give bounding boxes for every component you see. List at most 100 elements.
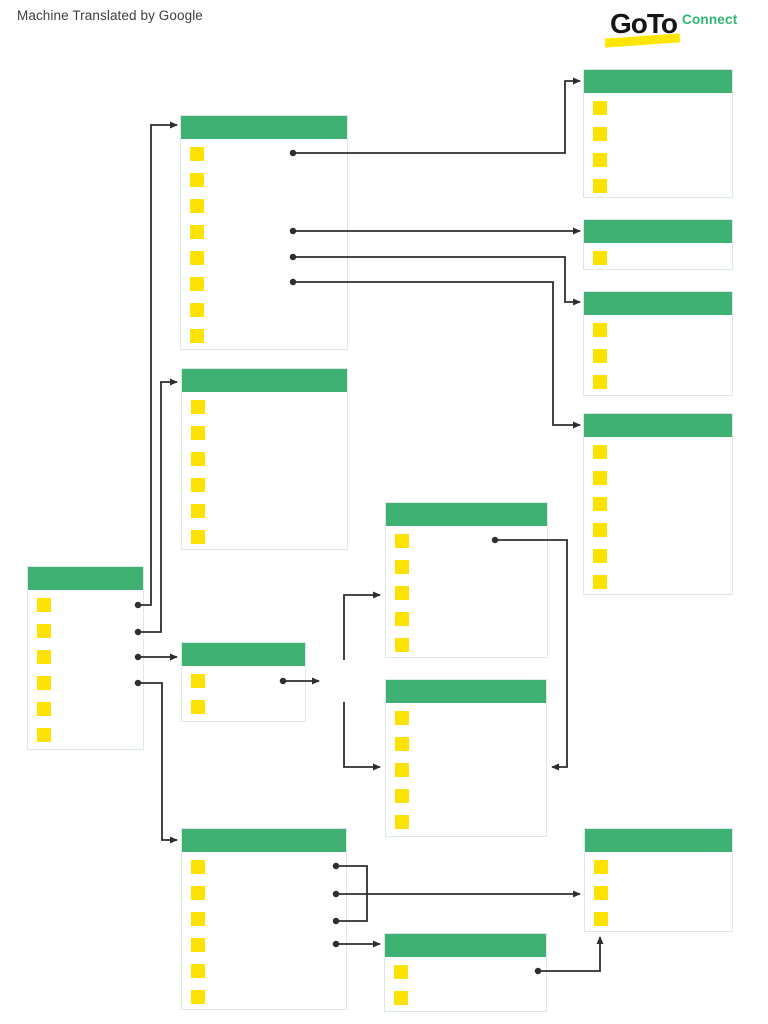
box-body (181, 139, 347, 343)
diagram-box-center-upper (385, 502, 548, 658)
list-item-block (395, 711, 409, 725)
list-item-block (593, 497, 607, 511)
box-header-bar (386, 680, 546, 703)
diagram-box-right-4 (583, 413, 733, 595)
list-item-block (394, 991, 408, 1005)
list-item-block (191, 938, 205, 952)
list-item-block (191, 426, 205, 440)
diagram-box-mid-left (181, 368, 348, 550)
list-item-block (594, 860, 608, 874)
list-item-block (191, 700, 205, 714)
list-item-block (191, 504, 205, 518)
box-header-bar (181, 116, 347, 139)
goto-wordmark: GoTo (610, 8, 678, 39)
list-item-block (594, 912, 608, 926)
diagram-box-bottom-center (384, 933, 547, 1012)
list-item-block (395, 763, 409, 777)
list-item-block (190, 173, 204, 187)
list-item-block (191, 912, 205, 926)
connector-line (134, 121, 178, 609)
list-item-block (191, 400, 205, 414)
goto-connect-logo: GoTo Connect (604, 8, 737, 48)
diagram-box-bottom-right (584, 828, 733, 932)
list-item-block (593, 445, 607, 459)
list-item-block (191, 964, 205, 978)
diagram-box-right-3 (583, 291, 733, 396)
list-item-block (593, 323, 607, 337)
list-item-block (190, 251, 204, 265)
box-body (585, 852, 732, 926)
list-item-block (191, 860, 205, 874)
box-body (182, 666, 305, 714)
list-item-block (37, 624, 51, 638)
box-header-bar (585, 829, 732, 852)
list-item-block (593, 251, 607, 265)
list-item-block (395, 534, 409, 548)
list-item-block (37, 650, 51, 664)
box-header-bar (385, 934, 546, 957)
list-item-block (593, 179, 607, 193)
list-item-block (593, 101, 607, 115)
connector-line (534, 936, 604, 975)
list-item-block (37, 676, 51, 690)
box-header-bar (584, 220, 732, 243)
list-item-block (593, 153, 607, 167)
diagram-box-right-2 (583, 219, 733, 270)
list-item-block (190, 199, 204, 213)
list-item-block (593, 349, 607, 363)
diagram-box-far-left (27, 566, 144, 750)
box-header-bar (182, 369, 347, 392)
box-body (386, 703, 546, 829)
box-header-bar (584, 292, 732, 315)
box-body (584, 93, 732, 193)
list-item-block (190, 277, 204, 291)
list-item-block (395, 638, 409, 652)
box-header-bar (182, 829, 346, 852)
diagram-box-top-left-main (180, 115, 348, 350)
list-item-block (593, 375, 607, 389)
list-item-block (593, 471, 607, 485)
list-item-block (593, 549, 607, 563)
list-item-block (395, 586, 409, 600)
list-item-block (594, 886, 608, 900)
list-item-block (191, 990, 205, 1004)
diagram-box-center-lower (385, 679, 547, 837)
list-item-block (395, 815, 409, 829)
list-item-block (191, 452, 205, 466)
list-item-block (191, 530, 205, 544)
list-item-block (395, 789, 409, 803)
box-body (385, 957, 546, 1005)
list-item-block (191, 674, 205, 688)
box-header-bar (182, 643, 305, 666)
box-header-bar (584, 70, 732, 93)
list-item-block (37, 598, 51, 612)
list-item-block (190, 147, 204, 161)
list-item-block (593, 523, 607, 537)
box-body (584, 315, 732, 389)
list-item-block (190, 225, 204, 239)
connector-line (343, 702, 381, 771)
list-item-block (37, 702, 51, 716)
box-body (182, 392, 347, 544)
list-item-block (395, 612, 409, 626)
box-header-bar (584, 414, 732, 437)
list-item-block (395, 560, 409, 574)
list-item-block (593, 575, 607, 589)
list-item-block (395, 737, 409, 751)
list-item-block (191, 478, 205, 492)
box-header-bar (28, 567, 143, 590)
box-body (584, 243, 732, 265)
list-item-block (593, 127, 607, 141)
box-header-bar (386, 503, 547, 526)
diagram-box-bottom-left (181, 828, 347, 1010)
diagram-box-right-1 (583, 69, 733, 198)
list-item-block (190, 329, 204, 343)
box-body (584, 437, 732, 589)
box-body (386, 526, 547, 652)
list-item-block (190, 303, 204, 317)
goto-wordmark-wrap: GoTo (604, 8, 681, 48)
connector-line (343, 591, 381, 660)
list-item-block (191, 886, 205, 900)
translation-note: Machine Translated by Google (17, 8, 203, 23)
